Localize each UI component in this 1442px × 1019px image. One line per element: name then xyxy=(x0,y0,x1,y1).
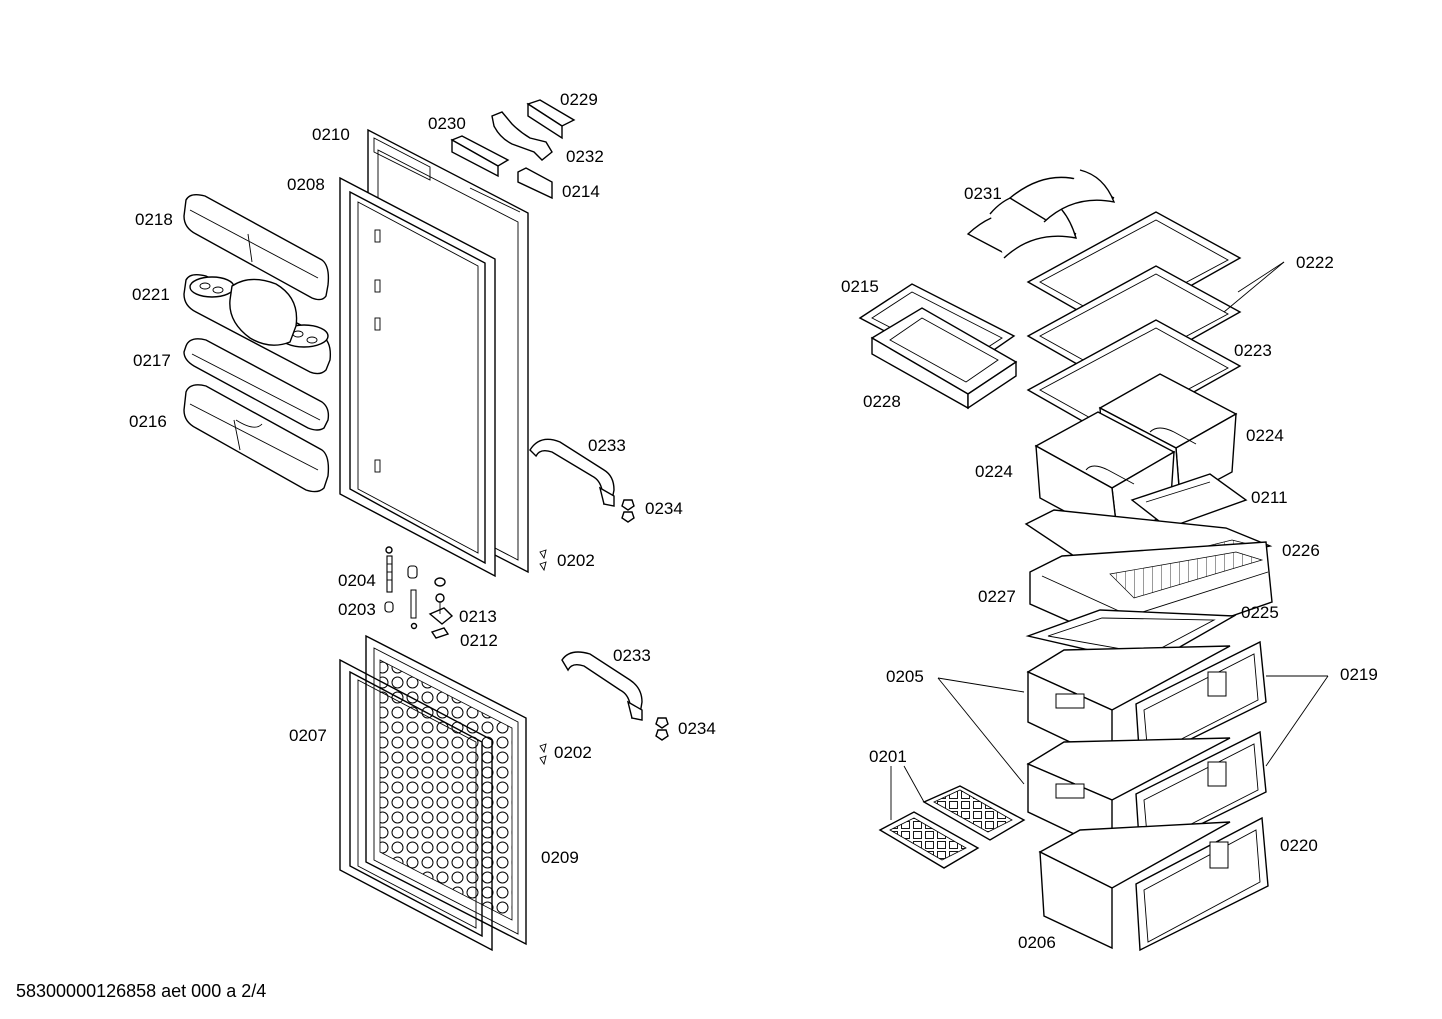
cover-0214-part xyxy=(517,167,553,200)
part-label-0217: 0217 xyxy=(133,351,171,370)
part-label-0218: 0218 xyxy=(135,210,173,229)
door-shelf-0216-part xyxy=(183,384,330,493)
hinge-cap-0212-part xyxy=(430,627,450,639)
part-label-0229: 0229 xyxy=(560,90,598,109)
part-label-0201: 0201 xyxy=(869,747,907,766)
freezer-drawer-0205-upper-part xyxy=(1026,645,1231,764)
door-shelf-0218-part xyxy=(183,193,330,301)
part-label-0234-upper: 0234 xyxy=(645,499,683,518)
part-label-0208: 0208 xyxy=(287,175,325,194)
part-label-0221: 0221 xyxy=(132,285,170,304)
door-handle-0233-lower-part xyxy=(561,651,643,721)
bushing-0203-part xyxy=(384,565,418,630)
part-label-0202-lower: 0202 xyxy=(554,743,592,762)
door-shelf-0221-egg-tray-part xyxy=(183,273,332,375)
part-label-0222: 0222 xyxy=(1296,253,1334,272)
part-label-0205: 0205 xyxy=(886,667,924,686)
freezer-door-0209-part xyxy=(365,634,527,946)
part-label-0233-upper: 0233 xyxy=(588,436,626,455)
part-label-0231: 0231 xyxy=(964,184,1002,203)
ice-tray-0201-part xyxy=(878,785,1026,869)
part-label-0213: 0213 xyxy=(459,607,497,626)
bottom-drawer-0206-part xyxy=(1038,821,1231,950)
part-label-0214: 0214 xyxy=(562,182,600,201)
part-label-0210: 0210 xyxy=(312,125,350,144)
drawer-front-0220-part xyxy=(1135,816,1269,952)
fridge-door-gasket-part xyxy=(339,176,496,578)
screw-0234-lower-part xyxy=(655,717,669,741)
part-label-0226: 0226 xyxy=(1282,541,1320,560)
part-label-0202-upper: 0202 xyxy=(557,551,595,570)
part-label-0223: 0223 xyxy=(1234,341,1272,360)
part-label-0224-left: 0224 xyxy=(975,462,1013,481)
handle-cover-0230-part xyxy=(450,135,510,178)
part-label-0234-lower: 0234 xyxy=(678,719,716,738)
part-label-0230: 0230 xyxy=(428,114,466,133)
part-label-0207: 0207 xyxy=(289,726,327,745)
hinge-0232-part xyxy=(491,111,553,161)
part-label-0209: 0209 xyxy=(541,848,579,867)
bottle-rack-0231-part xyxy=(966,169,1116,259)
part-label-0227: 0227 xyxy=(978,587,1016,606)
hinge-bracket-0213-part xyxy=(428,577,454,625)
part-label-0228: 0228 xyxy=(863,392,901,411)
leader-lines xyxy=(890,261,1329,820)
part-label-0215: 0215 xyxy=(841,277,879,296)
door-shelf-0217-part xyxy=(183,338,330,431)
part-label-0232: 0232 xyxy=(566,147,604,166)
part-label-0204: 0204 xyxy=(338,571,376,590)
part-label-0224-right: 0224 xyxy=(1246,426,1284,445)
door-handle-0233-upper-part xyxy=(529,438,615,507)
part-label-0212: 0212 xyxy=(460,631,498,650)
part-label-0233-lower: 0233 xyxy=(613,646,651,665)
clip-0202-upper-part xyxy=(539,549,547,572)
part-labels: 0229 0230 0210 0232 0208 0214 0218 0221 … xyxy=(129,90,1378,952)
part-label-0203: 0203 xyxy=(338,600,376,619)
part-label-0216: 0216 xyxy=(129,412,167,431)
part-label-0220: 0220 xyxy=(1280,836,1318,855)
clip-0202-lower-part xyxy=(539,743,547,766)
document-id-footer: 58300000126858 aet 000 a 2/4 xyxy=(16,981,267,1001)
part-label-0206: 0206 xyxy=(1018,933,1056,952)
part-label-0211: 0211 xyxy=(1251,488,1288,507)
hinge-pin-0204-part xyxy=(385,546,393,593)
crisper-cover-0211-part xyxy=(1130,473,1248,529)
top-cover-0229-part xyxy=(526,99,576,140)
drawer-0228-part xyxy=(870,307,1018,410)
part-label-0219: 0219 xyxy=(1340,665,1378,684)
screw-0234-upper-part xyxy=(621,499,635,523)
freezer-gasket-0207-part xyxy=(339,658,493,952)
part-label-0225: 0225 xyxy=(1241,603,1279,622)
